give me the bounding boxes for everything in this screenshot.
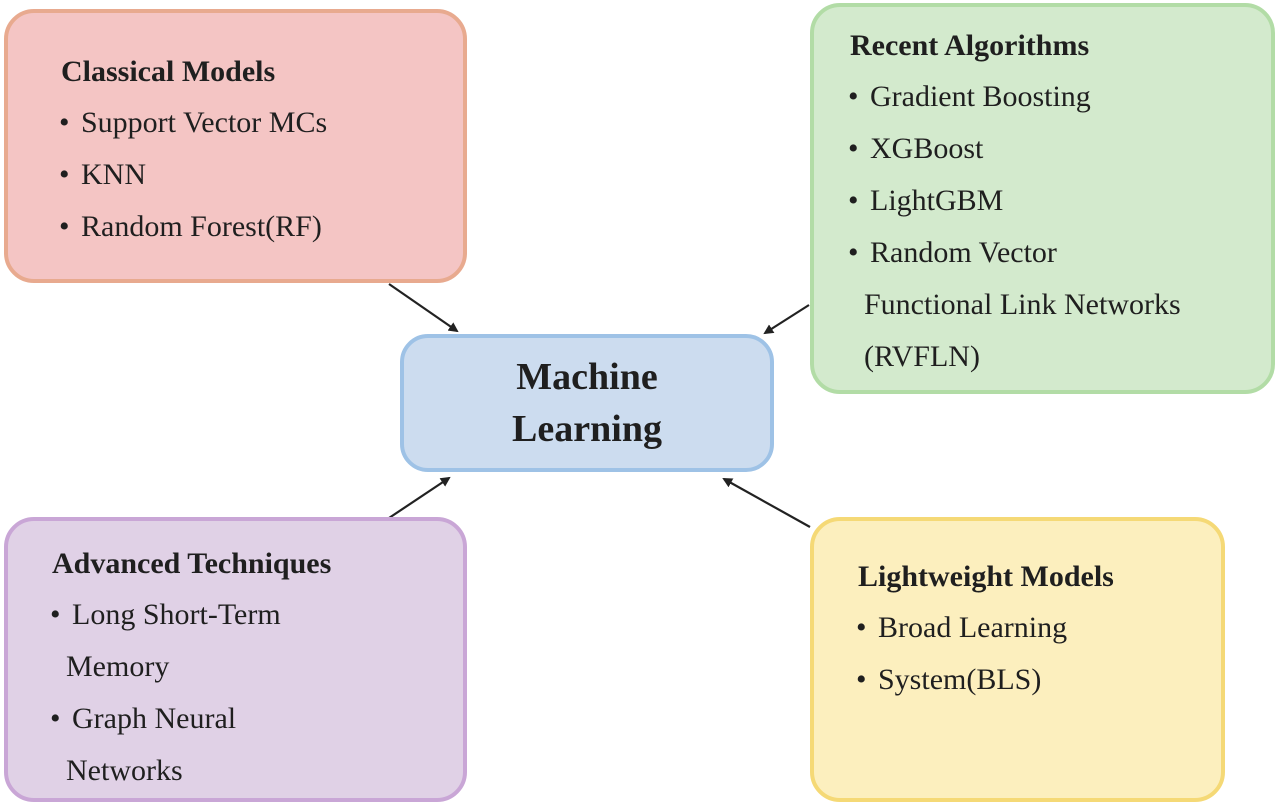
list-item: • Gradient Boosting <box>848 71 1181 123</box>
bullet: • <box>59 210 70 243</box>
classical-models-box: Classical Models • Support Vector MCs • KN… <box>4 9 467 283</box>
list-item: • System(BLS) <box>856 654 1067 706</box>
item-text: LightGBM <box>870 184 1004 217</box>
arrow-advanced-to-center <box>388 476 451 519</box>
bullet: • <box>50 598 61 631</box>
item-text: Random Vector <box>870 236 1057 269</box>
arrow-classical-to-center <box>388 283 459 333</box>
recent-algorithms-box: Recent Algorithms • Gradient Boosting • XG… <box>810 3 1275 394</box>
list-item: • Graph Neural Networks <box>50 693 281 797</box>
item-text: Broad Learning <box>878 611 1068 644</box>
machine-learning-label: Machine Learning <box>512 356 662 450</box>
item-text: Random Forest(RF) <box>81 210 322 243</box>
item-text-continued: Networks <box>66 754 183 787</box>
lightweight-models-title: Lightweight Models <box>858 560 1114 593</box>
item-text: Graph Neural <box>72 702 237 735</box>
list-item: • Support Vector MCs <box>59 97 327 149</box>
bullet: • <box>848 132 859 165</box>
classical-models-title: Classical Models <box>61 55 276 88</box>
list-item: •Random Vector Functional Link Networks … <box>848 227 1181 383</box>
item-text: KNN <box>81 158 146 191</box>
list-item: • Long Short-Term Memory <box>50 589 281 693</box>
arrow-recent-to-center <box>763 304 810 335</box>
bullet: • <box>856 663 867 696</box>
item-text-continued: (RVFLN) <box>864 340 980 373</box>
bullet: • <box>848 236 859 269</box>
item-text: XGBoost <box>870 132 984 165</box>
item-text: Support Vector MCs <box>81 106 328 139</box>
bullet: • <box>856 611 867 644</box>
advanced-techniques-title: Advanced Techniques <box>52 547 332 580</box>
bullet: • <box>59 106 70 139</box>
recent-algorithms-title: Recent Algorithms <box>850 29 1090 62</box>
list-item: • KNN <box>59 149 327 201</box>
item-text: System(BLS) <box>878 663 1042 696</box>
classical-models-list: • Support Vector MCs • KNN • Random Forest(… <box>59 97 327 253</box>
item-text: Long Short-Term <box>72 598 281 631</box>
list-item: • XGBoost <box>848 123 1181 175</box>
advanced-techniques-list: • Long Short-Term Memory • Graph Neural Ne… <box>50 589 281 797</box>
bullet: • <box>848 80 859 113</box>
item-text-continued: Memory <box>66 650 170 683</box>
machine-learning-node: Machine Learning <box>400 334 774 472</box>
list-item: • Random Forest(RF) <box>59 201 327 253</box>
lightweight-models-list: • Broad Learning • System(BLS) <box>856 602 1067 706</box>
list-item: • Broad Learning <box>856 602 1067 654</box>
bullet: • <box>50 702 61 735</box>
list-item: • LightGBM <box>848 175 1181 227</box>
recent-algorithms-list: • Gradient Boosting • XGBoost • LightGBM • R… <box>848 71 1181 383</box>
item-text: Gradient Boosting <box>870 80 1091 113</box>
arrow-lightweight-to-center <box>722 478 811 528</box>
advanced-techniques-box: Advanced Techniques • Long Short-Term Mem… <box>4 517 467 802</box>
item-text-continued: Functional Link Networks <box>864 288 1181 321</box>
bullet: • <box>848 184 859 217</box>
bullet: • <box>59 158 70 191</box>
lightweight-models-box: Lightweight Models • Broad Learning • Syst… <box>810 517 1225 802</box>
